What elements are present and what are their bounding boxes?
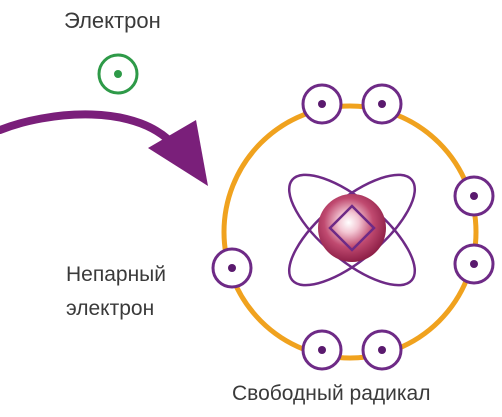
electron-right-upper [455, 177, 493, 215]
free-radical-label: Свободный радикал [232, 382, 430, 406]
electron-right-lower [455, 245, 493, 283]
unpaired-electron-label-line2: электрон [66, 292, 216, 326]
electron-bottom-left [303, 331, 341, 369]
incoming-electron-icon [99, 55, 137, 93]
electron-bottom-right [363, 331, 401, 369]
curved-arrow-icon [0, 114, 208, 186]
nucleus-icon [318, 194, 386, 262]
electron-label: Электрон [64, 8, 161, 34]
electron-top-left [303, 85, 341, 123]
electron-top-right [363, 85, 401, 123]
unpaired-electron-label: Непарный электрон [66, 258, 216, 326]
unpaired-electron-icon [213, 249, 251, 287]
unpaired-electron-label-line1: Непарный [66, 258, 216, 292]
